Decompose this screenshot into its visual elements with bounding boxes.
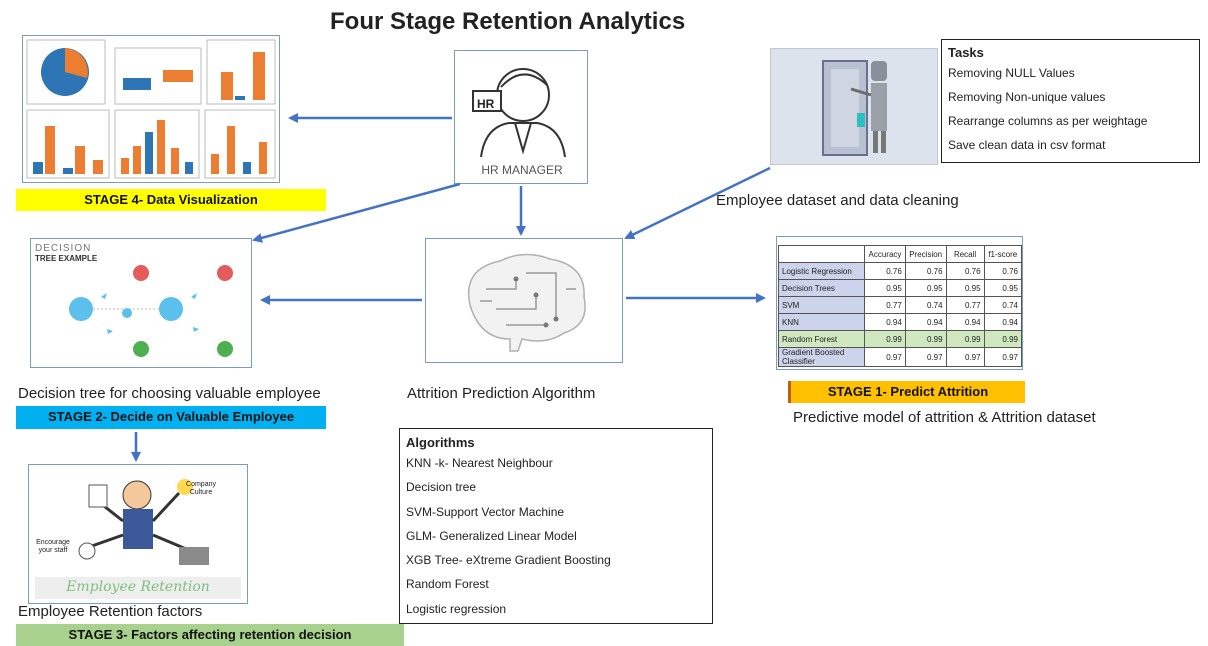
metric-value: 0.97 xyxy=(904,347,947,367)
algorithm-item: KNN -k- Nearest Neighbour xyxy=(406,456,553,470)
hr-manager-label: HR MANAGER xyxy=(481,163,563,177)
task-item: Removing NULL Values xyxy=(948,66,1075,80)
task-item: Rearrange columns as per weightage xyxy=(948,114,1148,128)
decision-tree-caption: Decision tree for choosing valuable empl… xyxy=(18,385,321,402)
dashboard-charts-image xyxy=(26,39,276,179)
algorithms-box: Algorithms KNN -k- Nearest Neighbour Dec… xyxy=(399,428,713,624)
tasks-box: Tasks Removing NULL Values Removing Non-… xyxy=(941,39,1200,163)
model-name: Logistic Regression xyxy=(777,262,866,280)
retention-badge-culture: Company Culture xyxy=(186,481,216,496)
table-row-highlighted: Random Forest 0.99 0.99 0.99 0.99 xyxy=(777,330,1023,348)
retention-illustration xyxy=(35,479,241,599)
decision-tree-header-line1: DECISION xyxy=(35,243,92,254)
retention-caption: Employee Retention factors xyxy=(18,603,203,620)
algorithms-heading: Algorithms xyxy=(406,435,475,450)
model-name: Gradient Boosted Classifier xyxy=(777,347,866,367)
brain-image xyxy=(425,238,623,363)
stage4-label: STAGE 4- Data Visualization xyxy=(16,189,326,211)
metric-value: 0.97 xyxy=(983,347,1023,367)
retention-banner: Employee Retention xyxy=(66,579,210,595)
metric-value: 0.94 xyxy=(983,313,1023,331)
robot-cleaning-icon xyxy=(822,60,887,156)
table-row: Logistic Regression 0.76 0.76 0.76 0.76 xyxy=(777,262,1023,280)
tasks-heading: Tasks xyxy=(948,45,984,60)
metric-value: 0.97 xyxy=(945,347,985,367)
model-name: Decision Trees xyxy=(777,279,866,297)
table-row: Decision Trees 0.95 0.95 0.95 0.95 xyxy=(777,279,1023,297)
table-row: KNN 0.94 0.94 0.94 0.94 xyxy=(777,313,1023,331)
decision-tree-image: DECISION TREE EXAMPLE xyxy=(30,238,252,368)
model-name: KNN xyxy=(777,313,866,331)
brain-circuit-icon xyxy=(467,253,586,352)
employee-retention-image: Company Culture Encourage your staff Emp… xyxy=(28,464,248,604)
stage3-label: STAGE 3- Factors affecting retention dec… xyxy=(16,624,404,646)
stage1-caption: Predictive model of attrition & Attritio… xyxy=(793,409,1096,426)
algorithm-item: GLM- Generalized Linear Model xyxy=(406,528,577,543)
algorithm-item: SVM-Support Vector Machine xyxy=(406,504,565,519)
metrics-table-frame: Accuracy Precision Recall f1-score Logis… xyxy=(776,236,1023,370)
stage2-label: STAGE 2- Decide on Valuable Employee xyxy=(16,406,326,429)
task-item: Removing Non-unique values xyxy=(948,90,1106,104)
metric-value: 0.99 xyxy=(864,330,906,348)
task-item: Save clean data in csv format xyxy=(948,138,1106,152)
metrics-table: Accuracy Precision Recall f1-score Logis… xyxy=(777,245,1023,367)
hr-manager-box: HR HR MANAGER xyxy=(454,50,588,184)
algorithm-item: Logistic regression xyxy=(406,601,507,616)
diagram-title: Four Stage Retention Analytics xyxy=(330,8,686,35)
hr-manager-icon xyxy=(472,68,566,158)
model-name: SVM xyxy=(777,296,866,314)
metric-value: 0.99 xyxy=(945,330,985,348)
algorithm-item: Random Forest xyxy=(406,577,489,592)
table-row: Gradient Boosted Classifier 0.97 0.97 0.… xyxy=(777,347,1023,367)
dataset-caption: Employee dataset and data cleaning xyxy=(716,192,959,209)
brain-caption: Attrition Prediction Algorithm xyxy=(407,385,596,402)
hr-badge: HR xyxy=(477,97,495,111)
retention-badge-staff: Encourage your staff xyxy=(36,539,70,554)
arrow-dataset-to-brain xyxy=(624,166,771,240)
algorithm-item: XGB Tree- eXtreme Gradient Boosting xyxy=(406,553,611,568)
model-name: Random Forest xyxy=(777,330,866,348)
data-cleaning-image xyxy=(770,48,938,165)
arrow-hr-to-decision-tree xyxy=(252,182,461,243)
visualization-thumbnail xyxy=(22,35,280,183)
stage1-label: STAGE 1- Predict Attrition xyxy=(788,381,1025,403)
decision-tree-diagram xyxy=(69,265,233,357)
decision-tree-header-line2: TREE EXAMPLE xyxy=(35,254,98,263)
algorithm-item: Decision tree xyxy=(406,480,477,495)
